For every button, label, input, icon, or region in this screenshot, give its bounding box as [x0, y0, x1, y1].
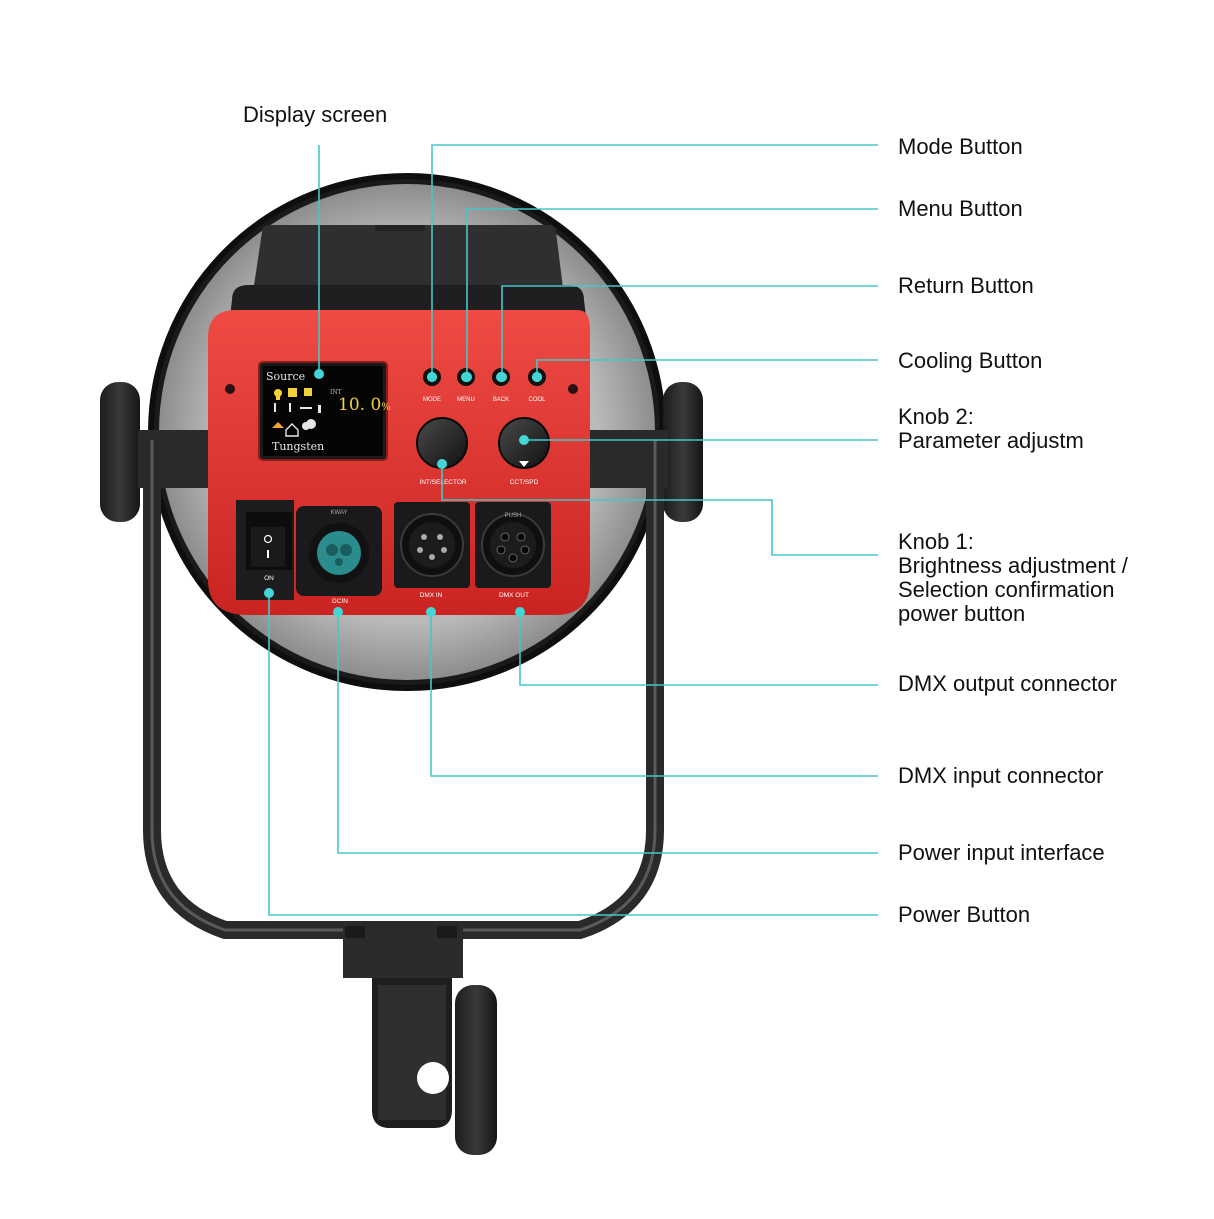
side-knob-left — [100, 382, 218, 522]
dmx-output-connector[interactable] — [475, 502, 551, 588]
lcd-value-unit: % — [381, 402, 391, 413]
leader-endpoint-dots — [264, 369, 542, 617]
dot-return-button — [497, 372, 507, 382]
lcd-value: 10. 0% — [338, 395, 391, 415]
callout-knob1-title: Knob 1: — [898, 529, 974, 554]
dot-display-screen — [314, 369, 324, 379]
leader-lines — [268, 144, 878, 916]
callout-knob1-line2: Selection confirmation — [898, 577, 1115, 602]
dot-mode-button — [427, 372, 437, 382]
callout-knob1-line3: power button — [898, 601, 1026, 626]
callout-cooling-button: Cooling Button — [898, 348, 1043, 373]
label-back: BACK — [493, 397, 509, 403]
callout-dmx-output: DMX output connector — [898, 671, 1117, 696]
lcd-mode-label: Tungsten — [272, 440, 324, 453]
leader-dmx-output — [519, 612, 878, 686]
cloud-icon — [302, 419, 316, 430]
bulb-icon — [274, 389, 282, 400]
leader-menu-button — [466, 208, 878, 377]
dot-knob1 — [437, 459, 447, 469]
yoke-bracket — [143, 440, 664, 978]
leader-cooling-button — [536, 359, 878, 377]
label-mode: MODE — [423, 397, 441, 403]
leader-mode-button — [431, 144, 878, 377]
home-icon — [285, 423, 299, 437]
callout-dmx-input: DMX input connector — [898, 763, 1104, 788]
dot-power-input — [333, 607, 343, 617]
candle-icon — [274, 403, 321, 413]
callout-menu-button: Menu Button — [898, 196, 1023, 221]
callout-knob1-line1: Brightness adjustment / — [898, 553, 1128, 578]
label-menu: MENU — [457, 397, 475, 403]
dot-dmx-input — [426, 607, 436, 617]
dot-menu-button — [462, 372, 472, 382]
lcd-int-label: INT — [330, 389, 342, 396]
dc-input-connector[interactable] — [296, 506, 382, 596]
label-dmx-out: DMX OUT — [499, 592, 529, 599]
dot-knob2 — [519, 435, 529, 445]
leader-knob1 — [441, 464, 878, 556]
flash-icon — [272, 388, 312, 428]
label-cool: COOL — [528, 397, 546, 403]
sun-icon — [288, 388, 297, 397]
callout-return-button: Return Button — [898, 273, 1034, 298]
lcd-source-label: Source — [266, 370, 305, 383]
dmx-input-connector[interactable] — [394, 502, 470, 588]
leader-dmx-input — [430, 612, 878, 777]
label-dmx-in: DMX IN — [420, 592, 443, 599]
leader-power-input — [337, 612, 878, 854]
power-switch[interactable] — [246, 512, 292, 570]
callout-display-screen: Display screen — [243, 102, 388, 127]
dot-power-button — [264, 588, 274, 598]
label-dcin: DCIN — [332, 598, 348, 605]
display-screen: Source INT 10. 0% Tungsten — [258, 361, 391, 461]
dot-cooling-button — [532, 372, 542, 382]
label-cct-spd: CCT/SPD — [510, 479, 539, 486]
callout-mode-button: Mode Button — [898, 134, 1023, 159]
callout-power-input: Power input interface — [898, 840, 1105, 865]
leader-power-button — [268, 593, 878, 916]
callout-knob2-title: Knob 2: — [898, 404, 974, 429]
leader-return-button — [501, 285, 878, 377]
label-int-selector: INT/SELECTOR — [419, 479, 467, 486]
stand-mount-clamp — [372, 978, 497, 1155]
label-push: PUSH — [505, 513, 522, 519]
label-on: ON — [264, 575, 274, 582]
callout-knob2-desc: Parameter adjustm — [898, 428, 1084, 453]
lcd-value-number: 10. 0 — [338, 395, 381, 415]
dot-dmx-output — [515, 607, 525, 617]
label-kway: KWAY — [330, 510, 347, 516]
callout-power-button: Power Button — [898, 902, 1031, 927]
